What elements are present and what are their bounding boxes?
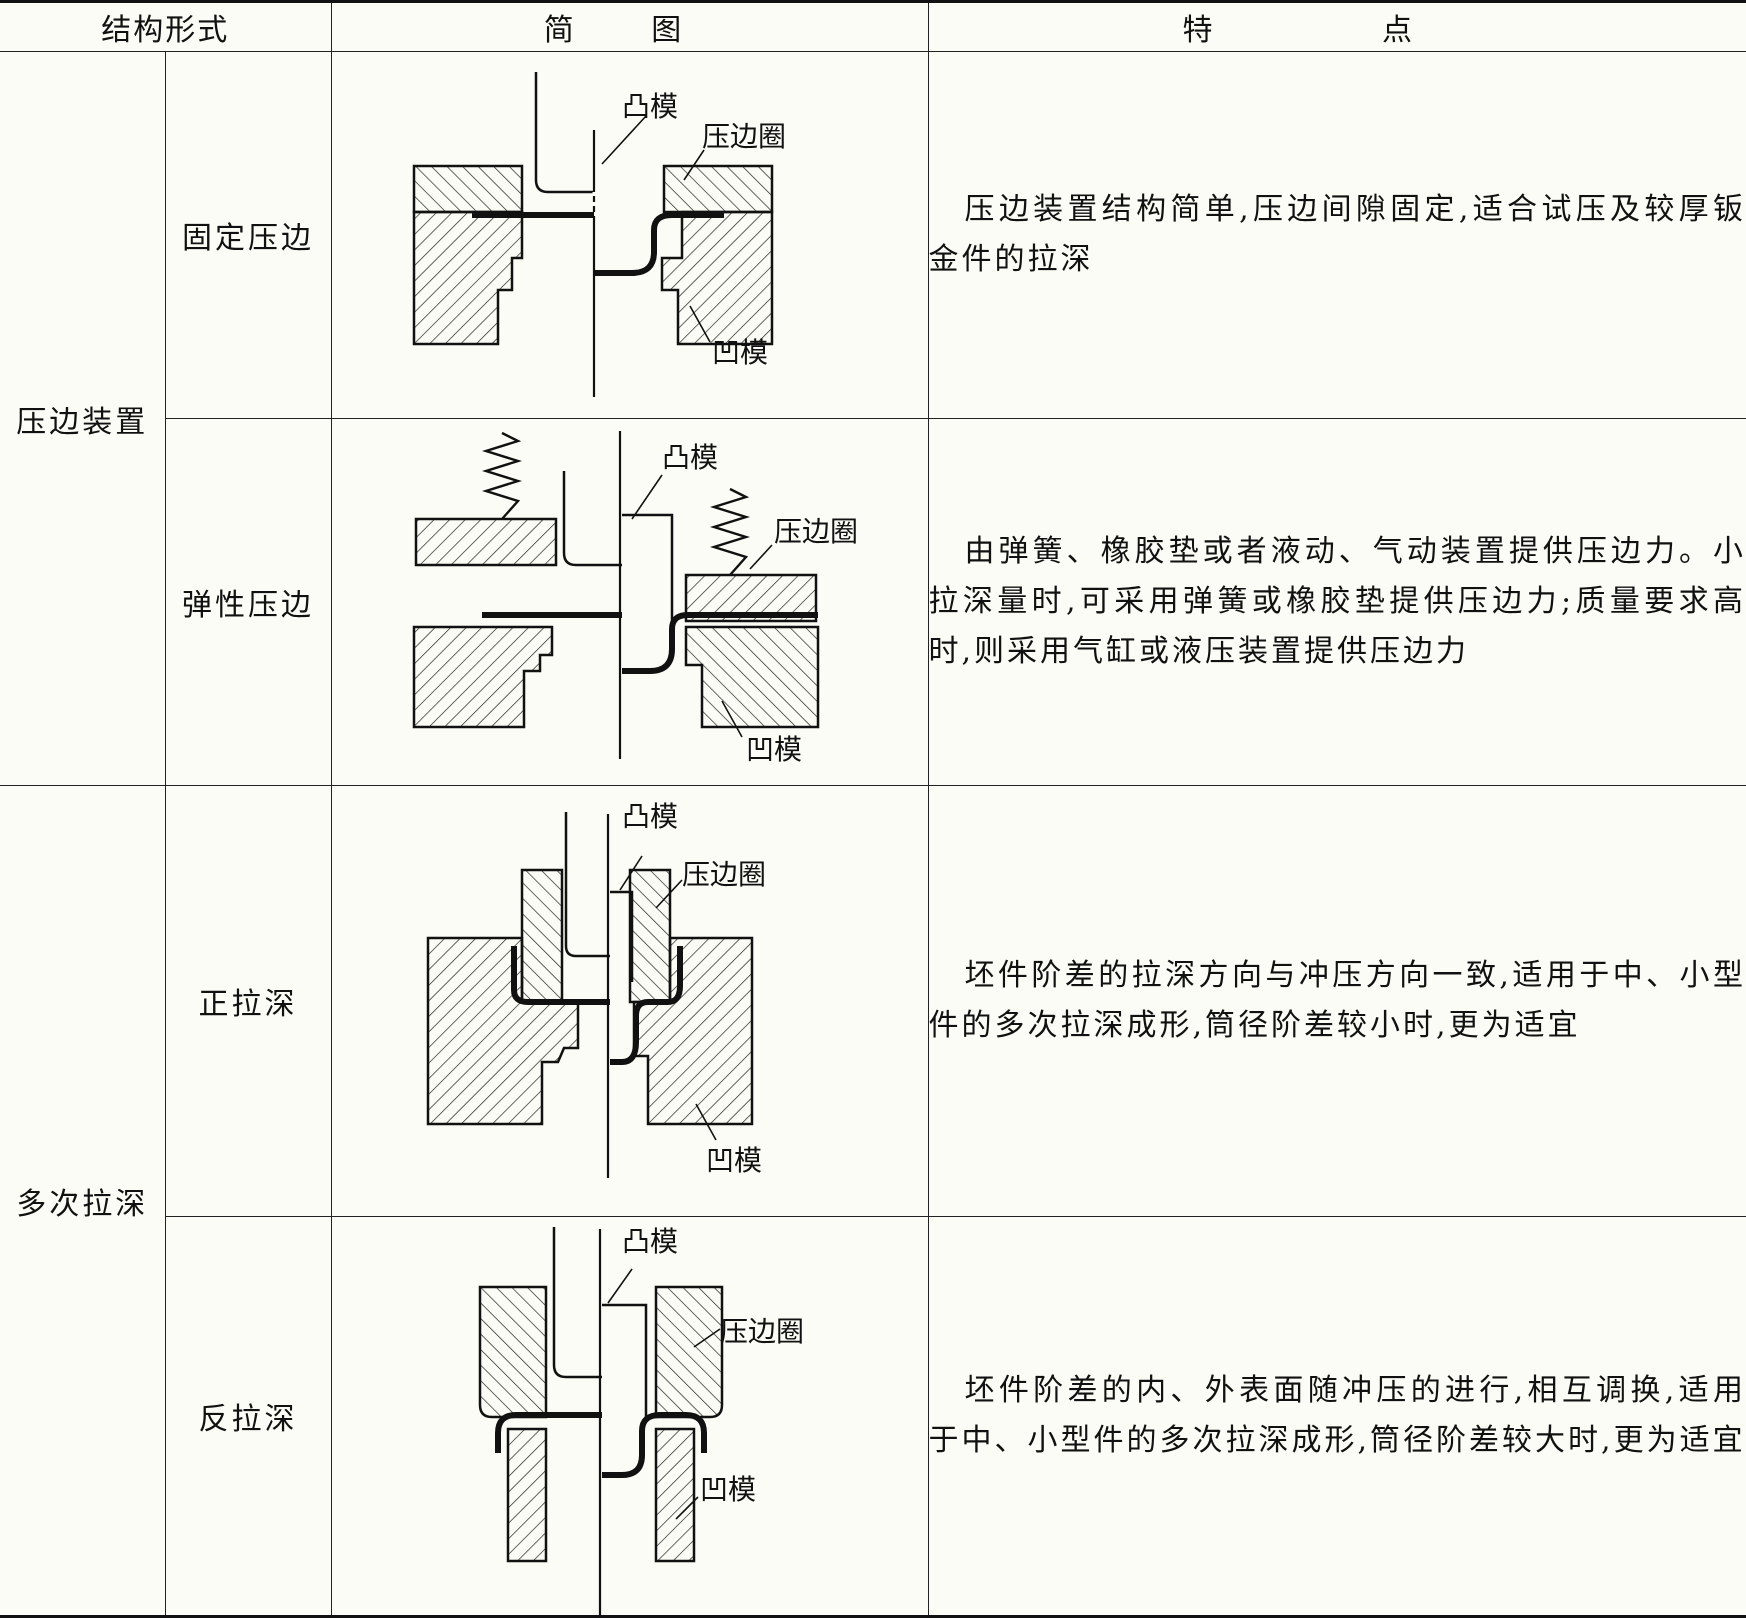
- desc-elastic-holder: 由弹簧、橡胶垫或者液动、气动装置提供压边力。小拉深量时,可采用弹簧或橡胶垫提供压…: [928, 419, 1746, 786]
- blank-holder-left: [480, 1287, 546, 1417]
- desc-fixed-holder: 压边装置结构简单,压边间隙固定,适合试压及较厚钣金件的拉深: [928, 52, 1746, 419]
- blank-holder-right: [664, 166, 772, 212]
- desc-forward-draw-text: 坯件阶差的拉深方向与冲压方向一致,适用于中、小型件的多次拉深成形,筒径阶差较小时…: [929, 951, 1746, 1051]
- forward-draw-diagram: 凸模 压边圈 凹模: [332, 786, 929, 1216]
- desc-elastic-holder-text: 由弹簧、橡胶垫或者液动、气动装置提供压边力。小拉深量时,可采用弹簧或橡胶垫提供压…: [929, 527, 1746, 677]
- blank-holder-right: [656, 1287, 722, 1417]
- diagram-reverse-draw: 凸模 压边圈 凹模: [331, 1217, 928, 1617]
- reverse-draw-diagram: 凸模 压边圈 凹模: [332, 1217, 929, 1615]
- punch-outline-right: [610, 892, 632, 982]
- desc-forward-draw: 坯件阶差的拉深方向与冲压方向一致,适用于中、小型件的多次拉深成形,筒径阶差较小时…: [928, 786, 1746, 1217]
- elastic-holder-diagram: 凸模 压边圈 凹模: [332, 419, 929, 785]
- label-blank-holder: 压边圈: [682, 858, 766, 891]
- die-right: [656, 1429, 694, 1561]
- desc-fixed-holder-text: 压边装置结构简单,压边间隙固定,适合试压及较厚钣金件的拉深: [929, 185, 1746, 285]
- category-blank-holder: 压边装置: [0, 52, 165, 786]
- punch-outline-left: [566, 812, 610, 956]
- header-features: 特 点: [928, 2, 1746, 52]
- table-row: 反拉深 凸模 压边圈 凹模: [0, 1217, 1746, 1617]
- label-blank-holder: 压边圈: [720, 1315, 804, 1348]
- blank-holder-left: [522, 870, 562, 1002]
- blank-holder-left: [416, 519, 556, 565]
- label-die: 凹模: [746, 733, 802, 766]
- table-header-row: 结构形式 简 图 特 点: [0, 2, 1746, 52]
- spring-right: [714, 489, 746, 575]
- die-left: [508, 1429, 546, 1561]
- label-punch: 凸模: [622, 800, 678, 833]
- die-right: [686, 627, 818, 727]
- desc-reverse-draw: 坯件阶差的内、外表面随冲压的进行,相互调换,适用于中、小型件的多次拉深成形,筒径…: [928, 1217, 1746, 1617]
- die-right: [662, 212, 772, 344]
- label-punch: 凸模: [662, 441, 718, 474]
- category-multi-draw: 多次拉深: [0, 786, 165, 1617]
- label-punch: 凸模: [622, 90, 678, 123]
- table-row: 弹性压边 凸: [0, 419, 1746, 786]
- type-forward-draw: 正拉深: [165, 786, 331, 1217]
- punch-outline: [536, 72, 594, 192]
- type-elastic-holder: 弹性压边: [165, 419, 331, 786]
- blank-holder-left: [414, 166, 522, 212]
- type-reverse-draw: 反拉深: [165, 1217, 331, 1617]
- header-structure: 结构形式: [0, 2, 331, 52]
- blank-holder-right: [630, 870, 670, 1002]
- table-row: 压边装置 固定压边: [0, 52, 1746, 419]
- punch-outline-left: [554, 1227, 602, 1377]
- label-blank-holder: 压边圈: [774, 515, 858, 548]
- label-die: 凹模: [706, 1144, 762, 1177]
- fixed-holder-diagram: 凸模 压边圈 凹模: [332, 52, 929, 418]
- type-fixed-holder: 固定压边: [165, 52, 331, 419]
- punch-outline-right: [602, 1305, 646, 1417]
- label-blank-holder: 压边圈: [702, 120, 786, 153]
- diagram-fixed-holder: 凸模 压边圈 凹模: [331, 52, 928, 419]
- label-die: 凹模: [700, 1473, 756, 1506]
- label-punch: 凸模: [622, 1225, 678, 1258]
- die-left: [414, 627, 552, 727]
- diagram-elastic-holder: 凸模 压边圈 凹模: [331, 419, 928, 786]
- diagram-forward-draw: 凸模 压边圈 凹模: [331, 786, 928, 1217]
- punch-outline-left: [564, 471, 622, 565]
- desc-reverse-draw-text: 坯件阶差的内、外表面随冲压的进行,相互调换,适用于中、小型件的多次拉深成形,筒径…: [929, 1366, 1746, 1466]
- die-left: [414, 212, 522, 344]
- header-diagram: 简 图: [331, 2, 928, 52]
- label-die: 凹模: [712, 336, 768, 369]
- punch-outline-right: [622, 515, 672, 629]
- spring-left: [486, 433, 518, 519]
- table-row: 多次拉深 正拉深 凸模 压边圈 凹模: [0, 786, 1746, 1217]
